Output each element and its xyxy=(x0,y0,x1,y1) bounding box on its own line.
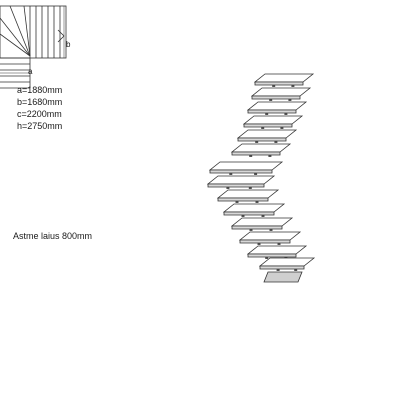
tread xyxy=(258,257,316,267)
tread-edge xyxy=(223,211,275,216)
winder-line xyxy=(0,33,31,57)
plan-outline xyxy=(0,5,67,59)
dimension-h: h=2750mm xyxy=(17,121,63,131)
tread-edge xyxy=(209,169,273,174)
winder-line xyxy=(9,5,31,57)
tread xyxy=(230,217,294,227)
tread-edge xyxy=(237,137,287,142)
dimension-c: c=2200mm xyxy=(17,109,62,119)
winder-line xyxy=(0,17,31,57)
tread xyxy=(242,115,304,125)
tread xyxy=(253,73,315,83)
dimension-a: a=1880mm xyxy=(17,85,63,95)
tread-edge xyxy=(231,151,281,156)
tread-edge xyxy=(243,123,293,128)
tread xyxy=(208,161,284,171)
direction-arrow-icon xyxy=(57,29,65,43)
stair-plan-view xyxy=(0,5,67,89)
tread-edge xyxy=(251,95,301,100)
tread xyxy=(238,231,302,241)
tread-edge xyxy=(217,197,269,202)
winder-line xyxy=(23,5,31,57)
stair-isometric-drawing xyxy=(206,73,316,283)
tread xyxy=(236,129,298,139)
dimensions-list: a=1880mm b=1680mm c=2200mm h=2750mm xyxy=(17,84,62,132)
dimension-b: b=1680mm xyxy=(17,97,63,107)
tread xyxy=(250,87,312,97)
tread xyxy=(216,189,280,199)
tread-edge xyxy=(239,239,291,244)
tread xyxy=(222,203,286,213)
tread-edge xyxy=(231,225,283,230)
tread xyxy=(246,245,308,255)
plan-label-a: a xyxy=(28,67,33,76)
tread-edge xyxy=(207,183,265,188)
plan-label-b: b xyxy=(66,40,71,49)
step-width-note: Astme laius 800mm xyxy=(13,231,93,241)
tread-edge xyxy=(259,265,305,270)
tread-edge xyxy=(247,253,297,258)
tread xyxy=(246,101,308,111)
base-block xyxy=(263,271,303,283)
tread xyxy=(230,143,292,153)
tread xyxy=(206,175,276,185)
tread-edge xyxy=(247,109,297,114)
tread-edge xyxy=(254,81,304,86)
